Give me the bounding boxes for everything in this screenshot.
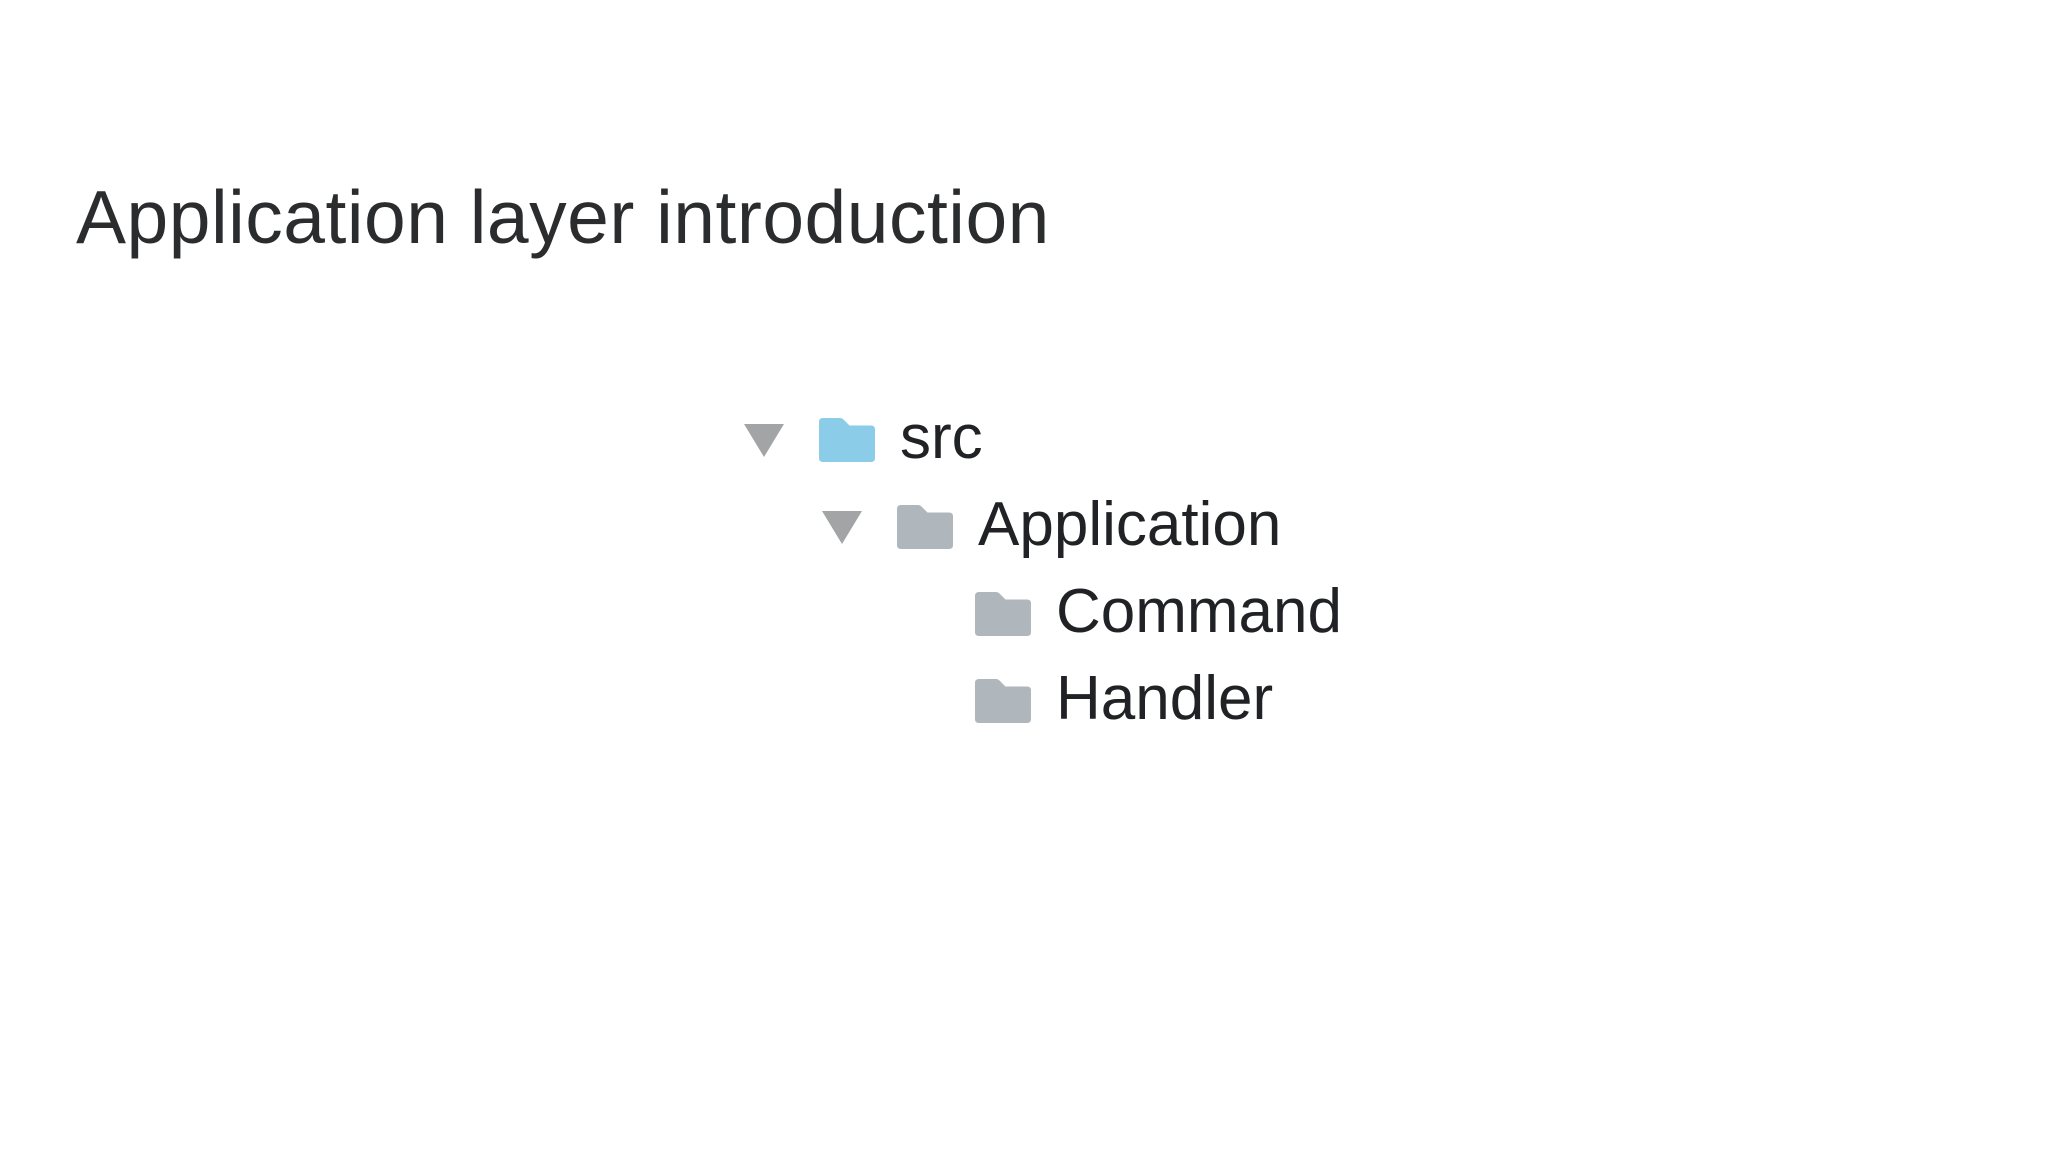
tree-item-label: src (900, 402, 983, 472)
folder-icon (816, 414, 878, 466)
folder-icon (972, 588, 1034, 640)
file-tree: src Application (742, 396, 1342, 744)
tree-item-label: Handler (1056, 663, 1274, 733)
tree-item-label: Command (1056, 576, 1342, 646)
tree-item-application[interactable]: Application (742, 483, 1342, 570)
tree-item-label: Application (978, 489, 1282, 559)
triangle-down-icon[interactable] (742, 421, 786, 459)
page-title: Application layer introduction (76, 175, 1050, 260)
tree-item-handler[interactable]: Handler (742, 657, 1342, 744)
tree-item-command[interactable]: Command (742, 570, 1342, 657)
folder-icon (972, 675, 1034, 727)
tree-item-src[interactable]: src (742, 396, 1342, 483)
triangle-down-icon[interactable] (820, 508, 864, 546)
folder-icon (894, 501, 956, 553)
